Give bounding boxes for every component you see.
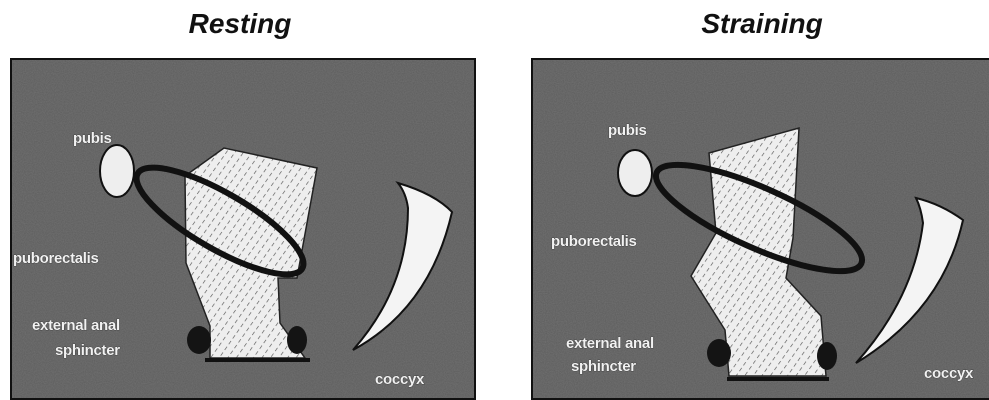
external-anal-sphincter-right [287, 326, 307, 354]
label-pubis: pubis [73, 130, 112, 147]
label-pubis: pubis [608, 122, 647, 139]
resting-panel: pubis puborectalis external anal sphinct… [10, 58, 476, 400]
panel-title-resting: Resting [90, 8, 390, 40]
external-anal-sphincter-right [817, 342, 837, 370]
label-coccyx: coccyx [924, 365, 974, 382]
pubis-bone [618, 150, 652, 196]
label-puborectalis: puborectalis [13, 250, 99, 267]
external-anal-sphincter-left [187, 326, 211, 354]
straining-panel: pubis puborectalis external anal sphinct… [531, 58, 989, 400]
label-external-anal: external anal [566, 335, 654, 352]
pubis-bone [100, 145, 134, 197]
label-sphincter: sphincter [55, 342, 120, 359]
external-anal-sphincter-left [707, 339, 731, 367]
straining-diagram: pubis puborectalis external anal sphinct… [531, 58, 989, 400]
label-puborectalis: puborectalis [551, 233, 637, 250]
panel-title-straining: Straining [612, 8, 912, 40]
resting-diagram: pubis puborectalis external anal sphinct… [10, 58, 476, 400]
label-external-anal: external anal [32, 317, 120, 334]
label-coccyx: coccyx [375, 371, 425, 388]
label-sphincter: sphincter [571, 358, 636, 375]
